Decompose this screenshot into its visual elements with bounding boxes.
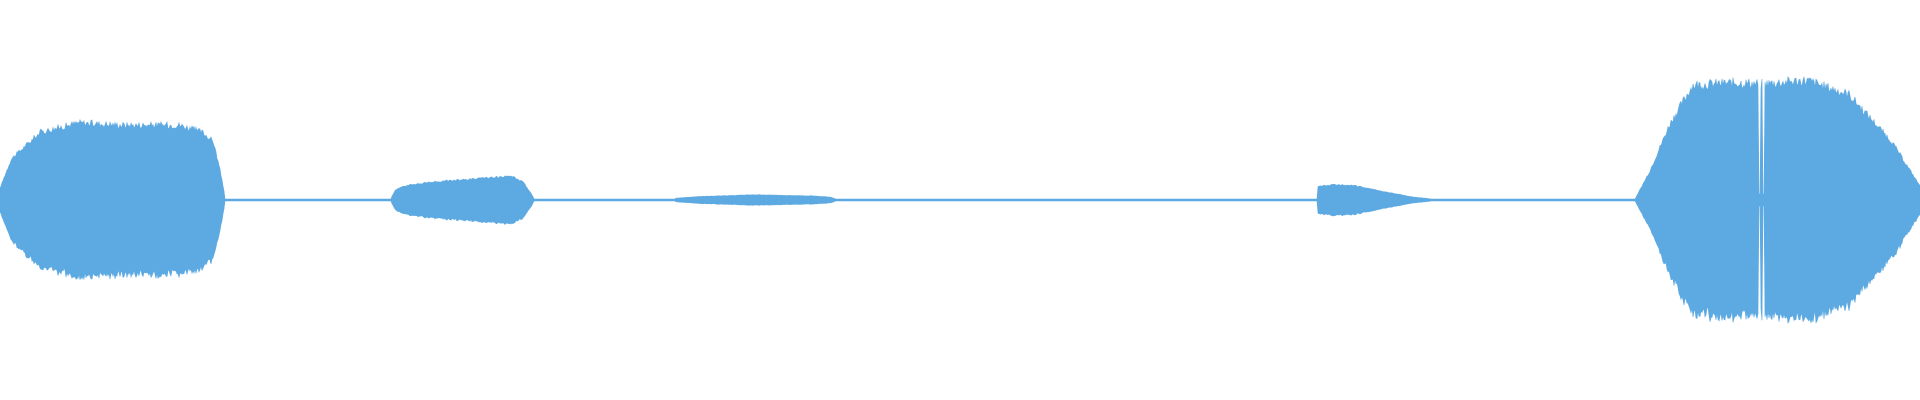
waveform-segment-4 [1317,0,1430,400]
waveform-segment-2 [392,0,534,400]
waveform-segment-3 [676,0,835,400]
waveform-segment-1 [0,0,225,400]
waveform-envelope [0,76,1920,324]
waveform-segment-5 [1636,0,1920,400]
